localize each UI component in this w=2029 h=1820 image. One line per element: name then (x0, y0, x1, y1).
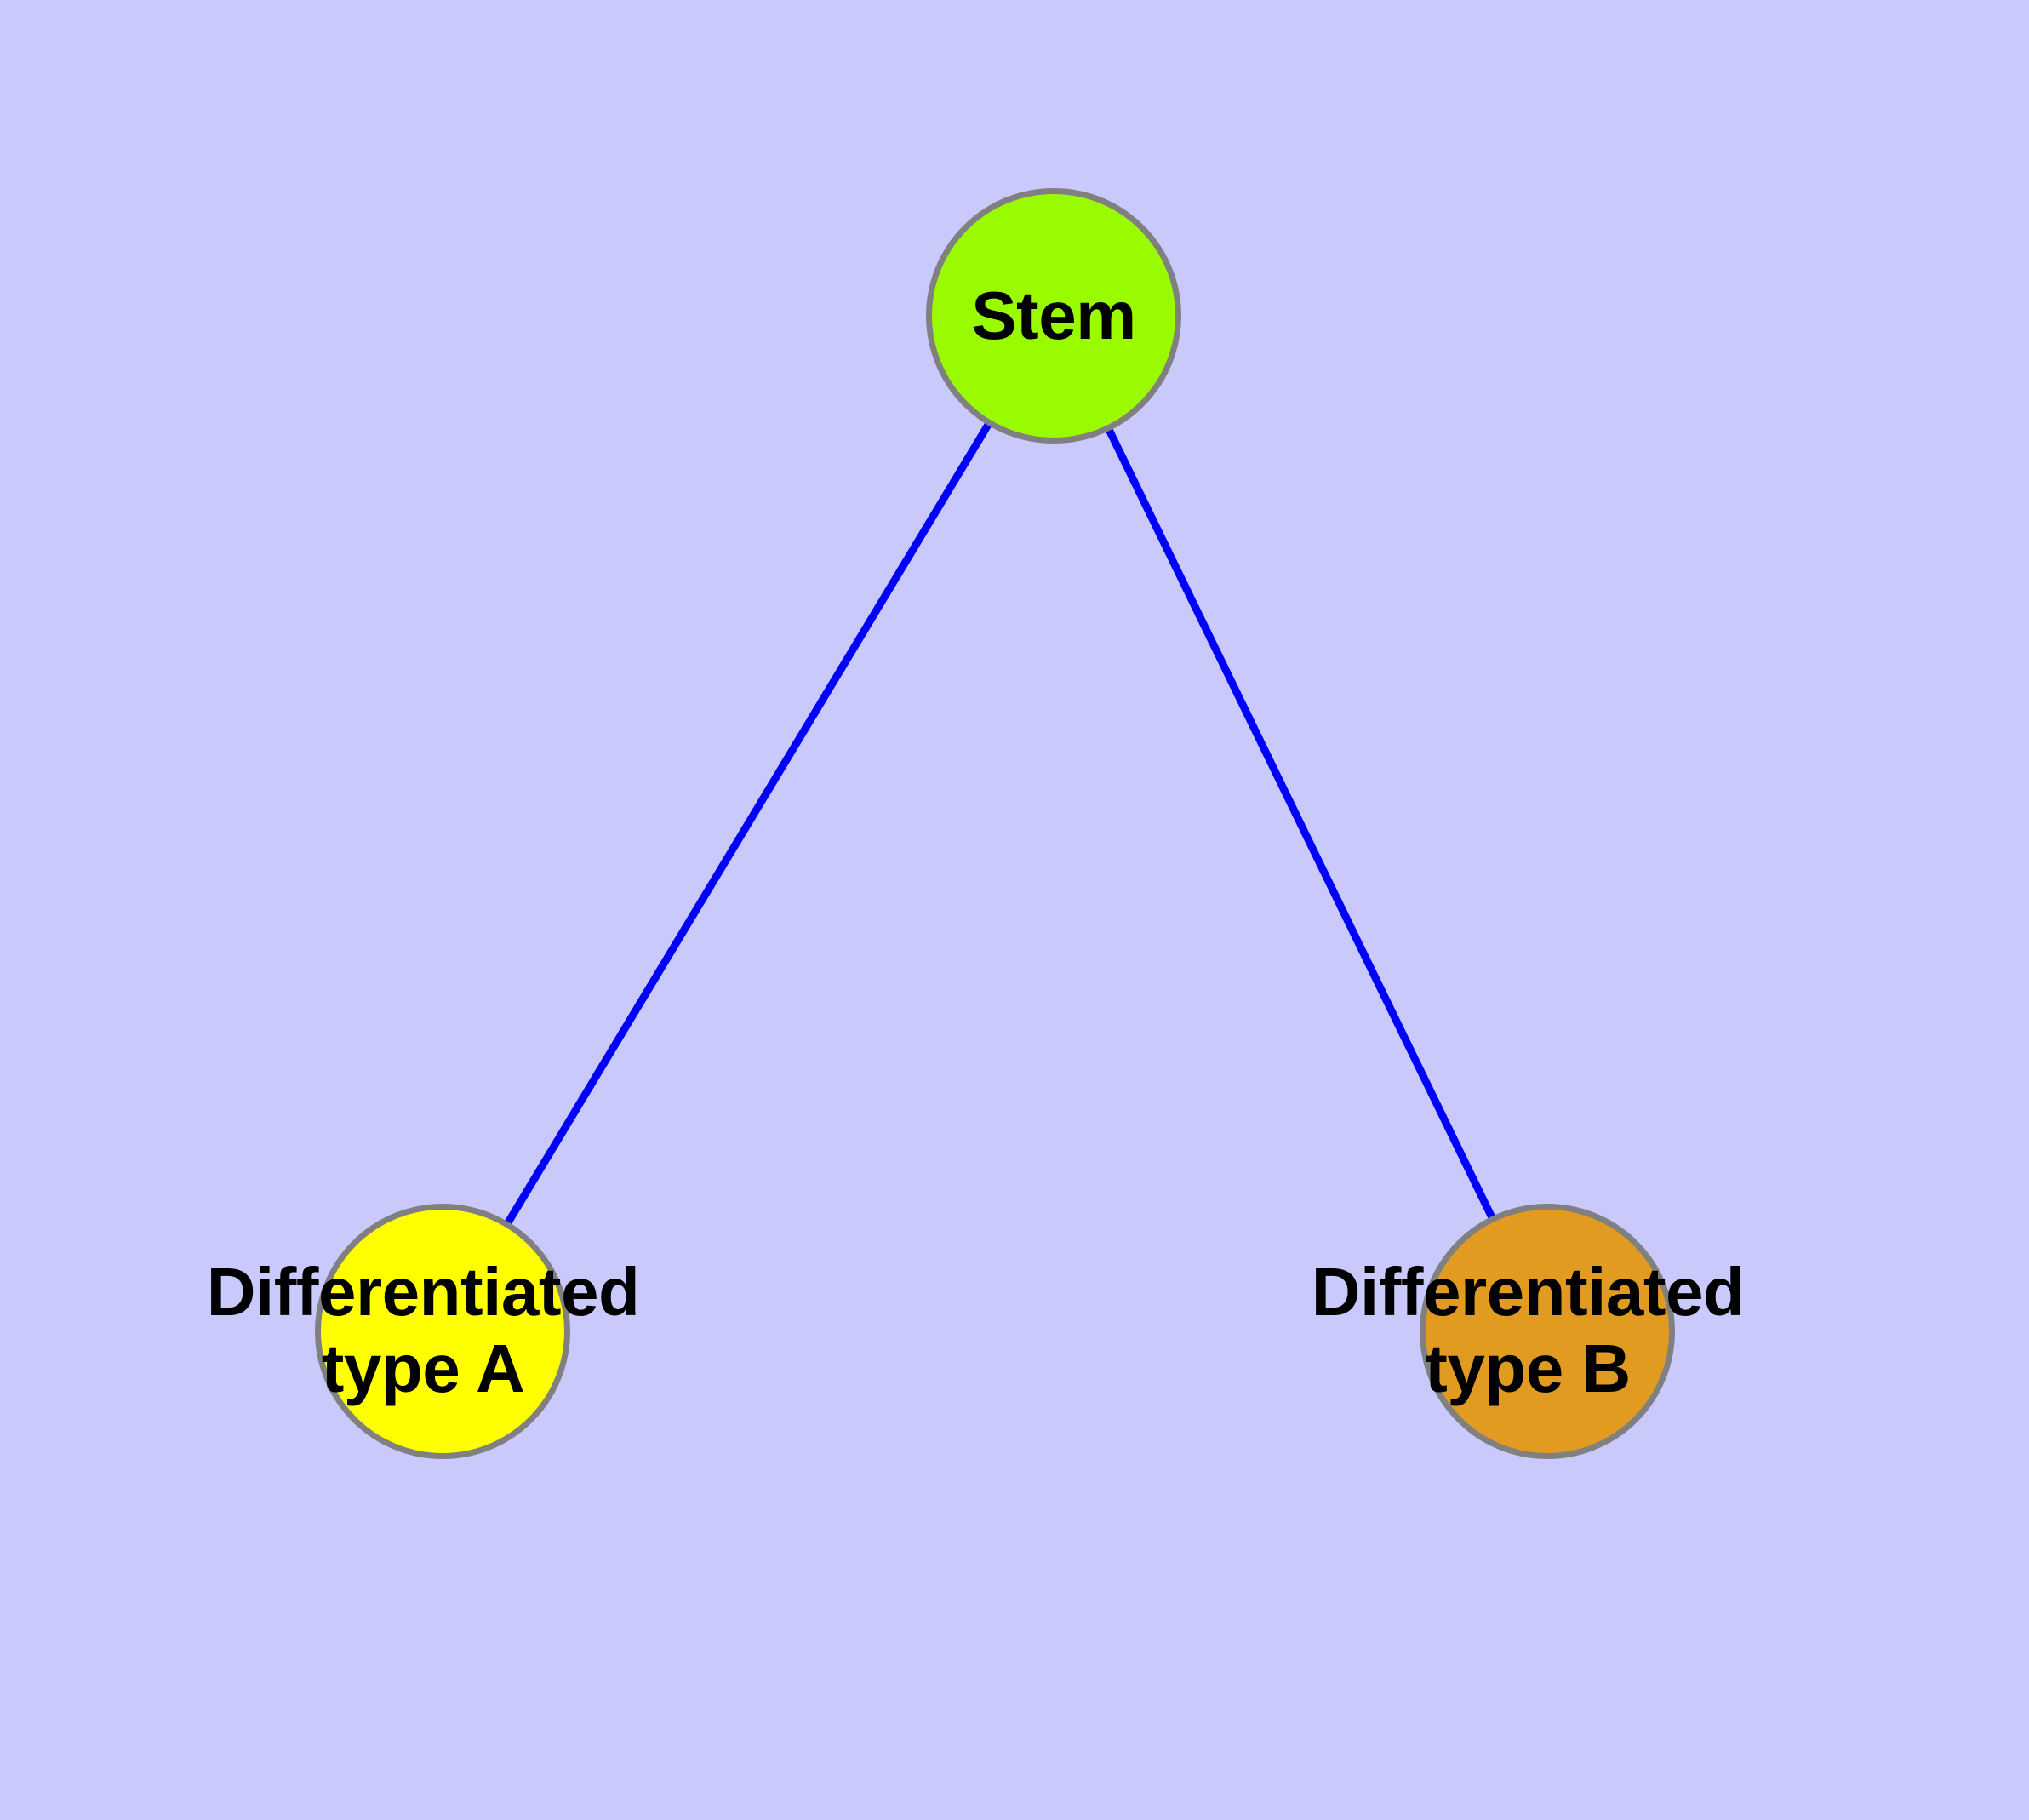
node-label-stem: Stem (971, 278, 1136, 353)
node-differentiated-type-b[interactable] (1420, 1204, 1675, 1459)
node-label-differentiated-type-b: Differentiated type B (1311, 1254, 1745, 1406)
node-label-differentiated-type-a: Differentiated type A (206, 1254, 640, 1406)
node-stem[interactable] (926, 188, 1181, 444)
node-differentiated-type-a[interactable] (315, 1204, 570, 1459)
edge-stem-to-differentiated-type-a[interactable] (439, 313, 1057, 1334)
edge-stem-to-differentiated-type-b[interactable] (1049, 314, 1552, 1333)
